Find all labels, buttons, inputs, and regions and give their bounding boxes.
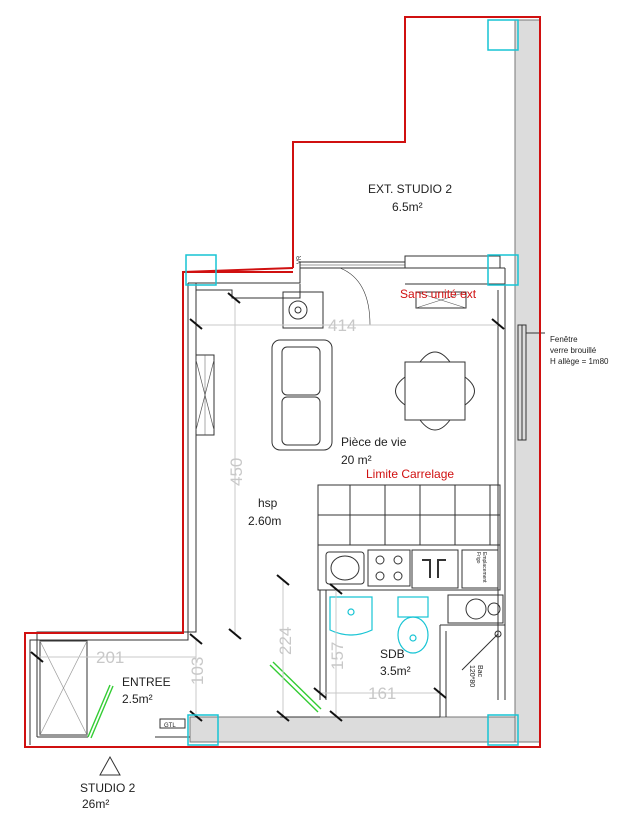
frigo-line2: Frigo	[475, 552, 481, 564]
gtl-box	[159, 718, 186, 729]
dim-450: 450	[227, 458, 246, 486]
sans-unite-ext-label: Sans unité ext	[400, 287, 477, 301]
entree-name: ENTREE	[122, 675, 171, 689]
vr-label: VR	[297, 255, 303, 264]
sofa	[271, 339, 333, 451]
shower-tray	[461, 630, 502, 671]
studio-area: 26m²	[82, 797, 109, 811]
hsp-value: 2.60m	[248, 514, 281, 528]
sdb-name: SDB	[380, 647, 405, 661]
dim-161: 161	[368, 684, 396, 703]
studio-name: STUDIO 2	[80, 781, 136, 795]
entrance-storage	[39, 640, 88, 736]
dimension-ticks	[30, 292, 505, 722]
interior-walls	[29, 267, 506, 745]
closet	[195, 354, 215, 436]
bac-line1: Bac	[476, 665, 483, 678]
balcony-door	[299, 261, 406, 326]
window-note-line3: H allège = 1m80	[550, 357, 609, 366]
red-outline	[24, 16, 541, 748]
dim-414: 414	[328, 316, 356, 335]
dim-224: 224	[276, 627, 295, 655]
window-right	[517, 324, 545, 441]
hsp-label: hsp	[258, 496, 278, 510]
kitchen-tiles	[317, 484, 501, 546]
columns	[185, 19, 519, 746]
dim-157: 157	[328, 642, 347, 670]
boiler-unit	[282, 291, 324, 329]
entree-area: 2.5m²	[122, 692, 153, 706]
kitchen-counter	[317, 544, 501, 591]
frigo-line1: Emplacement	[481, 552, 487, 583]
piece-de-vie-area: 20 m²	[341, 453, 372, 467]
exterior-wall-right	[514, 19, 541, 743]
doors	[87, 661, 322, 739]
window-note-line2: verre brouillé	[550, 346, 597, 355]
washing-machine	[447, 594, 504, 624]
dim-201: 201	[96, 648, 124, 667]
sdb-area: 3.5m²	[380, 664, 411, 678]
bac-line2: 120*80	[468, 665, 475, 687]
ext-studio-name: EXT. STUDIO 2	[368, 182, 452, 196]
window-note-line1: Fenêtre	[550, 335, 578, 344]
limite-carrelage-label: Limite Carrelage	[366, 467, 454, 481]
dimension-lines	[37, 300, 498, 717]
entrance-marker-icon	[99, 755, 121, 776]
dining-table	[395, 351, 475, 431]
exterior-wall-bottom	[189, 716, 516, 743]
dim-103: 103	[188, 657, 207, 685]
ext-studio-area: 6.5m²	[392, 200, 423, 214]
gtl-label: GTL	[164, 723, 176, 729]
bathroom-fixtures	[329, 596, 429, 654]
piece-de-vie-name: Pièce de vie	[341, 435, 407, 449]
